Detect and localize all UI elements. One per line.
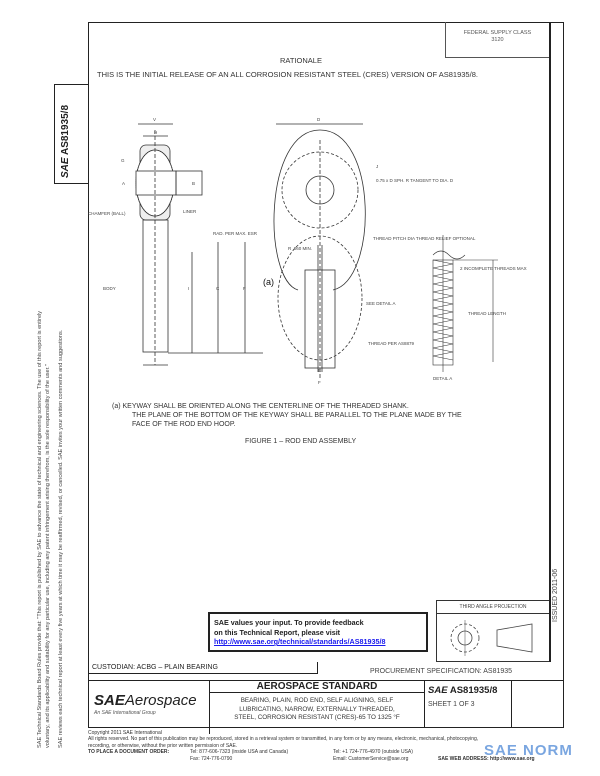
feedback-line: on this Technical Report, please visit	[214, 627, 341, 637]
label-body: BODY	[103, 286, 116, 291]
label-a: (a)	[263, 277, 274, 287]
dim-f: F	[243, 286, 246, 291]
fsc-label: FEDERAL SUPPLY CLASS	[463, 30, 532, 36]
footer-fax: Fax: 724-776-0790	[190, 756, 233, 762]
doc-number: AS81935/8	[60, 104, 71, 156]
doc-number-vertical: SAE AS81935/8	[60, 104, 71, 178]
dim-j: J	[376, 164, 378, 169]
document-number-block: SAE AS81935/8 SHEET 1 OF 3	[424, 680, 512, 728]
fsc-value: 3120	[491, 37, 504, 43]
label-rad: RAD. PER MAX. ESR	[213, 231, 258, 236]
issued-date: ISSUED 2011-06	[552, 568, 559, 622]
side-disclaimer: SAE Technical Standards Board Rules prov…	[36, 311, 65, 748]
side-view	[135, 123, 263, 366]
feedback-box: SAE values your input. To provide feedba…	[208, 612, 428, 652]
label-detail-a: DETAIL A	[433, 376, 452, 381]
footer-copyright: Copyright 2011 SAE International	[88, 730, 162, 736]
logo-tagline: An SAE International Group	[94, 710, 156, 716]
disclaimer-line: SAE reviews each technical report at lea…	[58, 329, 64, 748]
label-incomplete-threads: 2 INCOMPLETE THREADS MAX	[460, 266, 527, 271]
sheet-number: SHEET 1 OF 3	[428, 701, 475, 708]
logo-aerospace: Aerospace	[124, 692, 197, 709]
dim-i: I	[188, 286, 189, 291]
sae-mark: SAE	[428, 685, 448, 696]
label-see-detail: SEE DETAIL A	[366, 301, 396, 306]
dim-g: G	[121, 158, 125, 163]
footer-email[interactable]: Email: CustomerService@sae.org	[333, 756, 409, 762]
keyway-note: (a) KEYWAY SHALL BE ORIENTED ALONG THE C…	[112, 402, 462, 429]
standard-heading: AEROSPACE STANDARD	[210, 680, 424, 693]
procurement-spec: PROCUREMENT SPECIFICATION: AS81935	[369, 668, 513, 675]
footer-rights: All rights reserved. No part of this pub…	[88, 736, 479, 743]
right-column-divider	[549, 22, 551, 662]
footer: Copyright 2011 SAE International All rig…	[88, 730, 538, 762]
dim-a: A	[122, 181, 125, 186]
label-thread-per: THREAD PER AS8879	[368, 341, 415, 346]
feedback-link[interactable]: http://www.sae.org/technical/standards/A…	[214, 637, 386, 646]
third-angle-projection-icon	[450, 620, 533, 656]
projection-box: THIRD ANGLE PROJECTION	[436, 600, 549, 662]
watermark: SAE NORM	[484, 742, 573, 759]
footer-tel-outside: Tel: +1 724-776-4970 (outside USA)	[333, 749, 413, 755]
dim-v: V	[153, 117, 156, 122]
disclaimer-line: SAE Technical Standards Board Rules prov…	[37, 310, 43, 748]
rationale-title: RATIONALE	[280, 56, 322, 65]
note-line: THE PLANE OF THE BOTTOM OF THE KEYWAY SH…	[132, 412, 462, 419]
feedback-line: SAE values your input. To provide feedba…	[214, 618, 364, 627]
logo-sae: SAE	[94, 692, 125, 709]
footer-order: TO PLACE A DOCUMENT ORDER:	[88, 749, 170, 756]
dim-f-bottom: F	[318, 380, 321, 385]
desc-line: STEEL, CORROSION RESISTANT (CRES)-65 TO …	[234, 714, 400, 721]
rod-end-drawing: V H G A B CHAMFER (BALL) LINER RAD. PER …	[88, 117, 527, 385]
label-thread-length: THREAD LENGTH	[468, 311, 506, 316]
note-line: FACE OF THE ROD END HOOP.	[132, 421, 236, 428]
front-view	[273, 123, 366, 380]
disclaimer-line: voluntary, and its applicability and sui…	[45, 364, 51, 748]
label-thread-relief: THREAD PITCH DIA THREAD RELIEF OPTIONAL	[373, 236, 476, 241]
note-line: (a) KEYWAY SHALL BE ORIENTED ALONG THE C…	[112, 403, 409, 410]
label-r060: R .060 MIN.	[288, 246, 312, 251]
title-block	[88, 680, 564, 728]
dim-h: H	[154, 130, 157, 135]
footer-rights-2: recording, or otherwise, without the pri…	[88, 742, 238, 749]
custodian: CUSTODIAN: ACBG – PLAIN BEARING	[88, 662, 318, 674]
title-doc-number: AS81935/8	[449, 685, 498, 696]
doc-number-box	[54, 84, 89, 184]
page-frame	[88, 22, 564, 728]
label-sph: 0.75 x D SPH. R TANGENT TO DIA. D	[376, 178, 454, 183]
dim-d: D	[317, 117, 321, 122]
label-chamfer: CHAMFER (BALL)	[88, 211, 126, 216]
desc-line: LUBRICATING, NARROW, EXTERNALLY THREADED…	[239, 705, 395, 713]
footer-tel-inside: Tel: 877-606-7323 (inside USA and Canada…	[190, 749, 289, 755]
projection-label: THIRD ANGLE PROJECTION	[437, 601, 549, 614]
dim-e: E	[318, 368, 321, 373]
standard-description: BEARING, PLAIN, ROD END, SELF ALIGNING, …	[210, 694, 424, 728]
desc-line: BEARING, PLAIN, ROD END, SELF ALIGNING, …	[240, 697, 394, 704]
detail-a-view	[432, 235, 498, 372]
rationale-text: THIS IS THE INITIAL RELEASE OF AN ALL CO…	[97, 70, 478, 79]
footer-web[interactable]: SAE WEB ADDRESS: http://www.sae.org	[438, 756, 535, 762]
dim-c: C	[216, 286, 220, 291]
figure-caption: FIGURE 1 – ROD END ASSEMBLY	[245, 438, 357, 445]
label-liner: LINER	[183, 209, 197, 214]
dim-b: B	[192, 181, 195, 186]
